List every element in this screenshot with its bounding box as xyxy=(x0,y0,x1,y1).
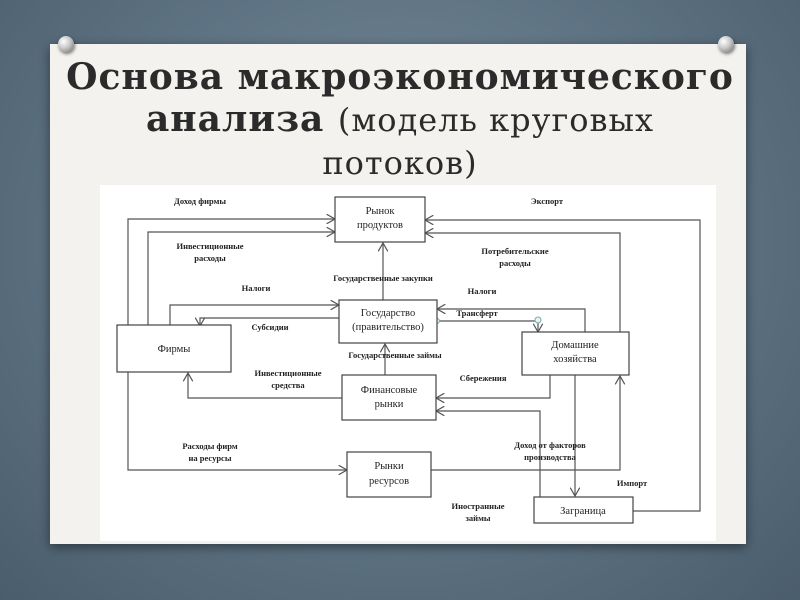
label-investment-spending: расходы xyxy=(194,253,226,263)
flow-export xyxy=(425,220,701,512)
svg-text:Рынок: Рынок xyxy=(366,206,396,217)
label-import: Импорт xyxy=(617,478,648,488)
label-foreign-loans: займы xyxy=(466,513,491,523)
title-line-2: анализа xyxy=(145,98,325,140)
node-firms: Фирмы xyxy=(116,324,232,373)
svg-text:продуктов: продуктов xyxy=(357,220,403,231)
svg-text:Заграница: Заграница xyxy=(560,506,606,517)
svg-text:хозяйства: хозяйства xyxy=(553,354,597,365)
label-investment-spending: Инвестиционные xyxy=(176,241,243,251)
pushpin-icon xyxy=(718,36,734,52)
label-factor-income: производства xyxy=(524,452,577,462)
svg-text:ресурсов: ресурсов xyxy=(369,476,409,487)
flow-firm-income xyxy=(127,219,335,325)
label-gov-purchases: Государственные закупки xyxy=(333,273,433,283)
label-firm-resource-spending: на ресурсы xyxy=(189,453,232,463)
node-households: Домашние хозяйства xyxy=(521,331,630,376)
label-taxes-firms: Налоги xyxy=(242,283,271,293)
node-abroad: Заграница xyxy=(533,496,634,524)
flow-investment-funds xyxy=(188,373,342,399)
svg-text:Рынки: Рынки xyxy=(374,461,404,472)
label-transfer: Трансферт xyxy=(456,308,498,318)
svg-text:рынки: рынки xyxy=(375,399,404,410)
label-consumer-spending: расходы xyxy=(499,258,531,268)
pushpin-icon xyxy=(58,36,74,52)
node-product-market: Рынок продуктов xyxy=(334,196,426,243)
label-investment-funds: Инвестиционные xyxy=(254,368,321,378)
label-firm-income: Доход фирмы xyxy=(174,196,226,206)
label-gov-loans: Государственные займы xyxy=(348,350,442,360)
flow-savings xyxy=(436,375,551,398)
slide-title: Основа макроэкономического анализа (моде… xyxy=(60,56,740,184)
label-firm-resource-spending: Расходы фирм xyxy=(182,441,237,451)
flow-factor-income xyxy=(430,376,620,471)
label-investment-funds: средства xyxy=(271,380,305,390)
title-line-1: Основа макроэкономического xyxy=(66,56,734,98)
node-financial-markets: Финансовые рынки xyxy=(341,374,437,421)
node-government: Государство (правительство) xyxy=(338,299,438,344)
label-subsidies: Субсидии xyxy=(251,322,288,332)
flow-subsidies xyxy=(200,317,339,326)
label-consumer-spending: Потребительские xyxy=(481,246,548,256)
circular-flow-diagram: Рынок продуктов Государство (правительст… xyxy=(100,185,716,541)
flow-foreign-loans xyxy=(436,411,541,497)
label-factor-income: Доход от факторов xyxy=(514,440,586,450)
svg-text:Домашние: Домашние xyxy=(551,340,599,351)
title-subtitle-3: потоков) xyxy=(322,144,478,182)
flow-taxes-firms xyxy=(169,305,339,325)
flow-investment-spending xyxy=(147,232,335,325)
label-export: Экспорт xyxy=(531,196,564,206)
svg-text:Финансовые: Финансовые xyxy=(361,385,418,396)
label-foreign-loans: Иностранные xyxy=(452,501,505,511)
svg-text:(правительство): (правительство) xyxy=(352,322,424,333)
flow-taxes-households xyxy=(437,309,586,332)
flow-firm-resource-spending xyxy=(127,372,347,470)
title-subtitle-2: (модель круговых xyxy=(337,101,654,139)
label-savings: Сбережения xyxy=(460,373,507,383)
flow-transfer xyxy=(437,320,538,332)
flow-consumer-spending xyxy=(425,233,621,332)
svg-text:Фирмы: Фирмы xyxy=(158,344,191,355)
connector-dot xyxy=(534,316,542,324)
svg-text:Государство: Государство xyxy=(361,308,415,319)
label-taxes-households: Налоги xyxy=(468,286,497,296)
node-resource-markets: Рынки ресурсов xyxy=(346,451,432,498)
